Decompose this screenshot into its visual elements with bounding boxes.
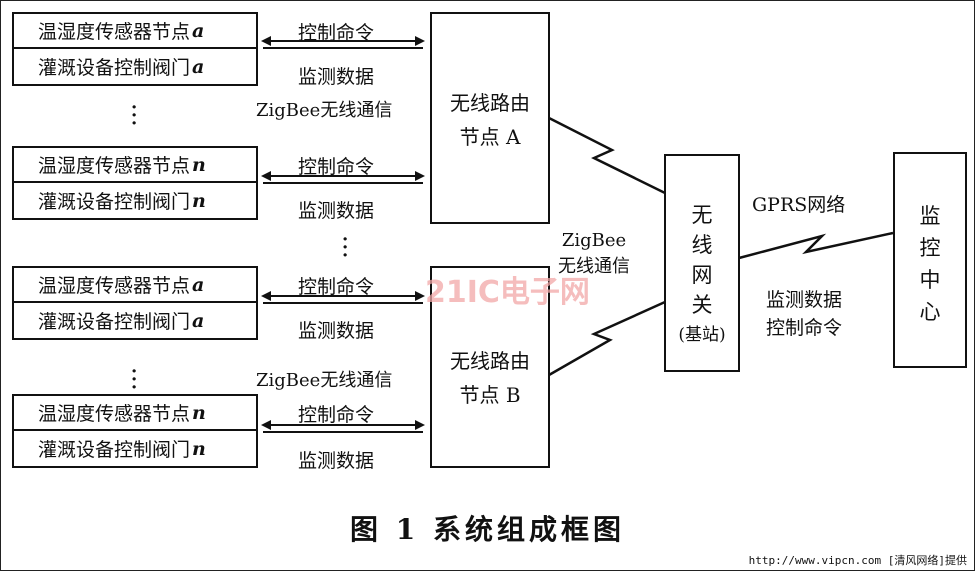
control-command-label: 控制命令 (298, 404, 375, 426)
monitor-data-label: 监测数据 (298, 450, 375, 472)
control-command-label: 控制命令 (298, 22, 375, 44)
router-b-line1: 无线路由 (450, 349, 530, 373)
gprs-control-command: 控制命令 (766, 317, 843, 339)
router-b-line2: 节点 B (459, 383, 521, 407)
gateway-label: 无 线 网 关 (基站) (666, 200, 738, 350)
monitor-data-label: 监测数据 (298, 320, 375, 342)
gprs-monitor-data: 监测数据 (766, 289, 843, 311)
ellipsis-dots: ··· (342, 229, 349, 266)
center-char: 控 (919, 236, 941, 260)
zigbee-center-line2: 无线通信 (558, 256, 630, 277)
gateway-char: 无 (691, 203, 713, 227)
control-command-label: 控制命令 (298, 276, 375, 298)
center-char: 心 (919, 300, 941, 324)
zigbee-label-lower: ZigBee无线通信 (256, 370, 393, 391)
monitoring-center-box: 监 控 中 心 (893, 152, 967, 368)
gateway-char: 网 (691, 263, 713, 287)
ellipsis-dots: ··· (131, 97, 138, 134)
monitoring-center-label: 监 控 中 心 (895, 200, 965, 328)
zigbee-label-center: ZigBee 无线通信 (558, 228, 630, 280)
wireless-link-gprs (738, 231, 894, 260)
router-b-box: 无线路由 节点 B (430, 266, 550, 468)
control-command-label: 控制命令 (298, 156, 375, 178)
arrow-group-3 (261, 291, 425, 304)
zigbee-label-upper: ZigBee无线通信 (256, 100, 393, 121)
router-a-line1: 无线路由 (450, 91, 530, 115)
wireless-link-a (548, 116, 666, 195)
zigbee-center-line1: ZigBee (561, 230, 627, 251)
arrow-group-4 (261, 420, 425, 433)
gprs-data-label: 监测数据 控制命令 (766, 286, 842, 342)
router-b-label: 无线路由 节点 B (432, 344, 548, 412)
watermark: 21IC电子网 (425, 275, 590, 310)
figure-caption: 图 1 系统组成框图 (350, 513, 625, 546)
gateway-char: 关 (691, 293, 713, 317)
router-a-label: 无线路由 节点 A (432, 86, 548, 154)
gateway-box: 无 线 网 关 (基站) (664, 154, 740, 372)
router-a-box: 无线路由 节点 A (430, 12, 550, 224)
center-char: 中 (919, 268, 941, 292)
router-a-line2: 节点 A (459, 125, 521, 149)
ellipsis-dots: ··· (131, 361, 138, 398)
arrow-group-1 (261, 36, 425, 49)
center-char: 监 (919, 204, 941, 228)
monitor-data-label: 监测数据 (298, 200, 375, 222)
wireless-link-b (548, 300, 666, 377)
gprs-label: GPRS网络 (752, 194, 846, 216)
monitor-data-label: 监测数据 (298, 66, 375, 88)
arrow-group-2 (261, 171, 425, 184)
gateway-char: 线 (691, 233, 713, 257)
gateway-note: (基站) (678, 325, 726, 345)
source-footer: http://www.vipcn.com [清风网络]提供 (748, 554, 967, 567)
